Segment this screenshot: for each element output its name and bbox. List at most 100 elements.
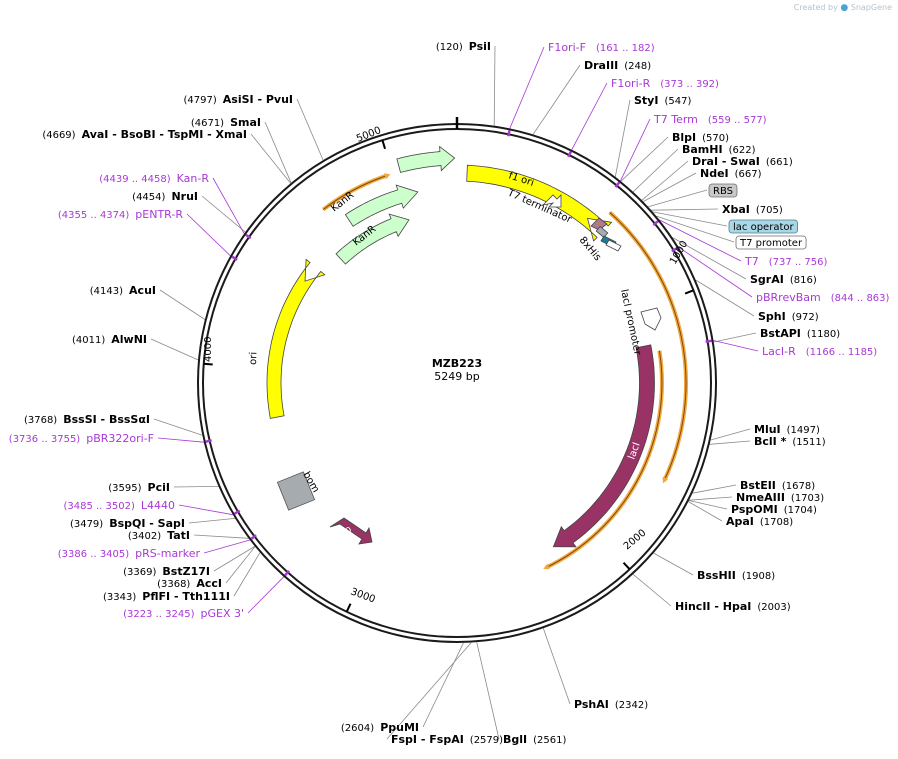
primer-range-f1ori-r: (373 .. 392) (660, 79, 719, 90)
enzyme-pos-blpi: (570) (702, 133, 729, 144)
enzyme-pos-pshai: (2342) (615, 700, 648, 711)
enzyme-pos-bstz17i: (3369) (123, 567, 156, 578)
laci-promoter-arrow (640, 307, 662, 331)
primer-mark-laci-r (705, 339, 712, 344)
enzyme-hincii-hpai: HincII - HpaI (675, 600, 751, 613)
primer-mark-t7term (614, 181, 621, 188)
primer-range-kan-r: (4439 .. 4458) (99, 174, 171, 185)
enzyme-pos-alwni: (4011) (72, 335, 105, 346)
primer-range-t7: (737 .. 756) (769, 257, 828, 268)
primer-laci-r: LacI-R (762, 345, 796, 358)
tick-label-4000: 4000 (203, 337, 214, 362)
leader-line (643, 172, 697, 202)
leader-line (264, 121, 292, 183)
enzyme-pos-apai: (1708) (760, 517, 793, 528)
kanr-2-arrow (335, 213, 410, 265)
leader-line (188, 518, 236, 524)
feature-label-laci-promoter: lacI promoter (618, 288, 643, 357)
enzyme-pos-hincii-hpai: (2003) (757, 602, 790, 613)
plasmid-length: 5249 bp (434, 370, 479, 383)
primer-mark-pbr322ori-f (205, 439, 212, 443)
backbone-ring (197, 117, 717, 643)
leader-line (656, 215, 735, 243)
primer-pbrrevbam: pBRrevBam (756, 291, 821, 304)
leader-line (212, 177, 245, 234)
enzyme-pos-asisi-pvui: (4797) (184, 95, 217, 106)
leader-line (648, 189, 708, 208)
leader-line (652, 211, 728, 227)
primer-f1ori-r: F1ori-R (611, 77, 651, 90)
rop-arrow (329, 517, 373, 545)
enzyme-pos-pflfi-tth111i: (3343) (103, 592, 136, 603)
primer-t7: T7 (744, 255, 759, 268)
boxed-feature-bg-rbs (708, 183, 738, 198)
enzyme-pos-pspomi: (1704) (784, 505, 817, 516)
kanr-outer-arrow (396, 145, 456, 173)
tick-2000 (622, 561, 631, 570)
primer-mark-pentr-r (231, 255, 238, 261)
enzyme-styi: StyI (634, 94, 658, 107)
leader-line (493, 45, 496, 126)
feature-label-8xhis: 8xHis (577, 235, 603, 263)
boxed-feature-bg-t7-promoter (735, 235, 807, 250)
enzyme-pshai: PshAI (574, 698, 609, 711)
8xhis-arrow (605, 239, 622, 252)
leader-line (688, 501, 723, 522)
enzyme-pos-sgrai: (816) (790, 275, 817, 286)
enzyme-pos-bssi-bsssai: (3768) (24, 415, 57, 426)
primer-kan-r: Kan-R (177, 172, 210, 185)
leader-line (186, 213, 231, 256)
enzyme-pos-bgli: (2561) (533, 735, 566, 746)
enzyme-pos-sphi: (972) (792, 312, 819, 323)
enzyme-bamhi: BamHI (682, 143, 723, 156)
enzyme-drai-swai: DraI - SwaI (692, 155, 760, 168)
enzyme-bcli: BclI * (754, 435, 787, 448)
enzyme-bstz17i: BstZ17I (162, 565, 210, 578)
leader-line (653, 552, 694, 576)
leader-line (632, 573, 672, 607)
boxed-feature-rbs: RBS (713, 186, 733, 197)
enzyme-pos-avai-group: (4669) (42, 130, 75, 141)
enzyme-pos-fspi-fspai: (2579) (470, 735, 503, 746)
leader-line (542, 628, 571, 705)
enzyme-bstapi: BstAPI (760, 327, 801, 340)
enzyme-ppumi: PpuMI (380, 721, 419, 734)
enzyme-pos-psii: (120) (436, 42, 463, 53)
leader-line (203, 539, 250, 554)
enzyme-bsshii: BssHII (697, 569, 736, 582)
primer-mark-f1ori-f (506, 130, 511, 137)
primer-range-pbr322ori-f: (3736 .. 3755) (9, 434, 81, 445)
boxed-feature-bg-lac-operator (728, 219, 798, 234)
enzyme-blpi: BlpI (672, 131, 696, 144)
leader-line (672, 237, 747, 280)
enzyme-pos-nmeaiii: (1703) (791, 493, 824, 504)
leader-line (233, 552, 261, 597)
leader-line (476, 642, 500, 740)
primer-range-pgex3: (3223 .. 3245) (123, 609, 195, 620)
leader-line (201, 195, 246, 233)
primer-range-laci-r: (1166 .. 1185) (806, 347, 878, 358)
primer-t7term: T7 Term (653, 113, 698, 126)
enzyme-avai-group: AvaI - BsoBI - TspMI - XmaI (82, 128, 247, 141)
orf-laci-line (609, 212, 687, 484)
leader-line (509, 46, 545, 129)
leader-line (250, 133, 291, 184)
bom-shape (276, 471, 316, 511)
primer-pgex3: pGEX 3' (200, 607, 244, 620)
leader-line (659, 219, 742, 262)
enzyme-pos-pcii: (3595) (108, 483, 141, 494)
primer-prs-marker: pRS-marker (135, 547, 200, 560)
primer-mark-f1ori-r (567, 150, 573, 158)
primer-mark-kan-r (245, 233, 252, 240)
tick-1000 (684, 289, 694, 295)
enzyme-acui: AcuI (129, 284, 156, 297)
enzyme-pos-acui: (4143) (90, 286, 123, 297)
plasmid-name: MZB223 (432, 357, 482, 370)
leader-line (651, 208, 719, 211)
primer-range-t7term: (559 .. 577) (708, 115, 767, 126)
orf-laci-inner-line (543, 350, 663, 570)
leader-line (620, 118, 651, 181)
leader-line (159, 289, 206, 320)
